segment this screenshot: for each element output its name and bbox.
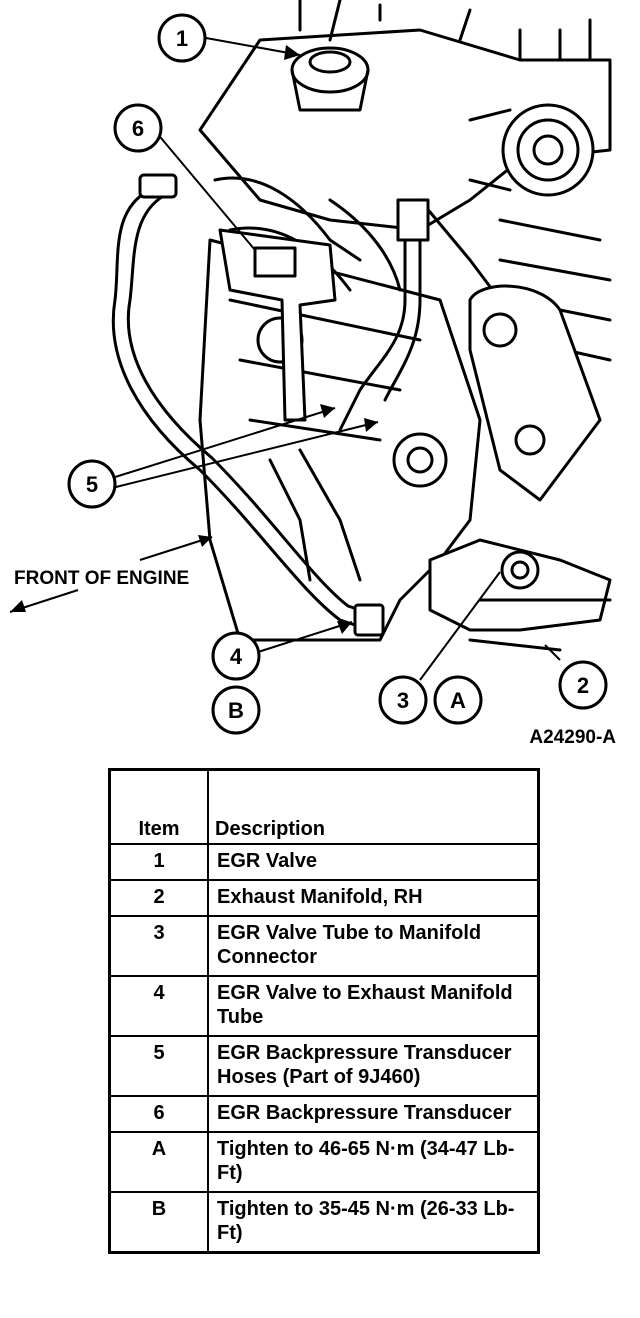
callout-B-label: B xyxy=(228,698,244,723)
arrowheads xyxy=(10,45,378,634)
legend-description: EGR Valve to Exhaust Manifold Tube xyxy=(207,975,540,1037)
arrowhead-1 xyxy=(284,45,300,60)
engine-diagram: 1 6 5 4 B 3 A 2 FRONT OF ENGINE A24290-A xyxy=(9,0,616,748)
callout-A-label: A xyxy=(450,688,466,713)
legend-row: 2 Exhaust Manifold, RH xyxy=(108,879,540,917)
callout-5-label: 5 xyxy=(86,472,98,497)
arrowhead-5a xyxy=(320,404,335,418)
legend-header-row: Item Description xyxy=(108,768,540,845)
legend-item: B xyxy=(108,1191,209,1254)
legend-item: 2 xyxy=(108,879,209,917)
legend-item: 3 xyxy=(108,915,209,977)
legend-row: 4 EGR Valve to Exhaust Manifold Tube xyxy=(108,975,540,1037)
legend-item: 5 xyxy=(108,1035,209,1097)
front-arrow-right xyxy=(198,535,212,547)
legend-row: 1 EGR Valve xyxy=(108,843,540,881)
engine-drawing: 1 6 5 4 B 3 A 2 FRONT OF ENGINE A24290-A xyxy=(9,0,616,748)
item-column-header: Item xyxy=(108,768,209,845)
callout-6-circle xyxy=(113,103,163,153)
legend-item: 1 xyxy=(108,843,209,881)
legend-description: Tighten to 46-65 N·m (34-47 Lb-Ft) xyxy=(207,1131,540,1193)
legend-row: 6 EGR Backpressure Transducer xyxy=(108,1095,540,1133)
callout-2-label: 2 xyxy=(577,673,589,698)
callout-4-label: 4 xyxy=(230,644,243,669)
arrowhead-4 xyxy=(337,621,352,634)
legend-description: Exhaust Manifold, RH xyxy=(207,879,540,917)
callout-3-circle xyxy=(378,675,428,725)
legend-row: 5 EGR Backpressure Transducer Hoses (Par… xyxy=(108,1035,540,1097)
callout-4-circle xyxy=(211,631,261,681)
legend-item: 6 xyxy=(108,1095,209,1133)
description-column-header: Description xyxy=(207,768,540,845)
legend-description: Tighten to 35-45 N·m (26-33 Lb-Ft) xyxy=(207,1191,540,1254)
legend-description: EGR Valve Tube to Manifold Connector xyxy=(207,915,540,977)
callout-circles xyxy=(67,13,608,735)
legend-item: 4 xyxy=(108,975,209,1037)
figure-id: A24290-A xyxy=(529,727,616,748)
legend-item: A xyxy=(108,1131,209,1193)
callout-A-circle xyxy=(433,675,483,725)
legend-description: EGR Backpressure Transducer Hoses (Part … xyxy=(207,1035,540,1097)
leader-lines xyxy=(9,37,561,681)
legend-row: A Tighten to 46-65 N·m (34-47 Lb-Ft) xyxy=(108,1131,540,1193)
arrowhead-5b xyxy=(364,418,378,432)
callout-3-label: 3 xyxy=(397,688,409,713)
legend-description: EGR Valve xyxy=(207,843,540,881)
callout-1-label: 1 xyxy=(176,26,188,51)
legend-description: EGR Backpressure Transducer xyxy=(207,1095,540,1133)
legend-row: 3 EGR Valve Tube to Manifold Connector xyxy=(108,915,540,977)
callout-6-label: 6 xyxy=(132,116,144,141)
front-of-engine-label: FRONT OF ENGINE xyxy=(14,568,189,589)
front-arrow-left xyxy=(10,600,26,612)
engine-linework xyxy=(111,0,612,652)
callout-2-circle xyxy=(558,660,608,710)
callout-1-circle xyxy=(157,13,207,63)
parts-legend-table: Item Description 1 EGR Valve 2 Exhaust M… xyxy=(108,768,540,1254)
callout-B-circle xyxy=(211,685,261,735)
legend-row: B Tighten to 35-45 N·m (26-33 Lb-Ft) xyxy=(108,1191,540,1254)
callout-5-circle xyxy=(67,459,117,509)
